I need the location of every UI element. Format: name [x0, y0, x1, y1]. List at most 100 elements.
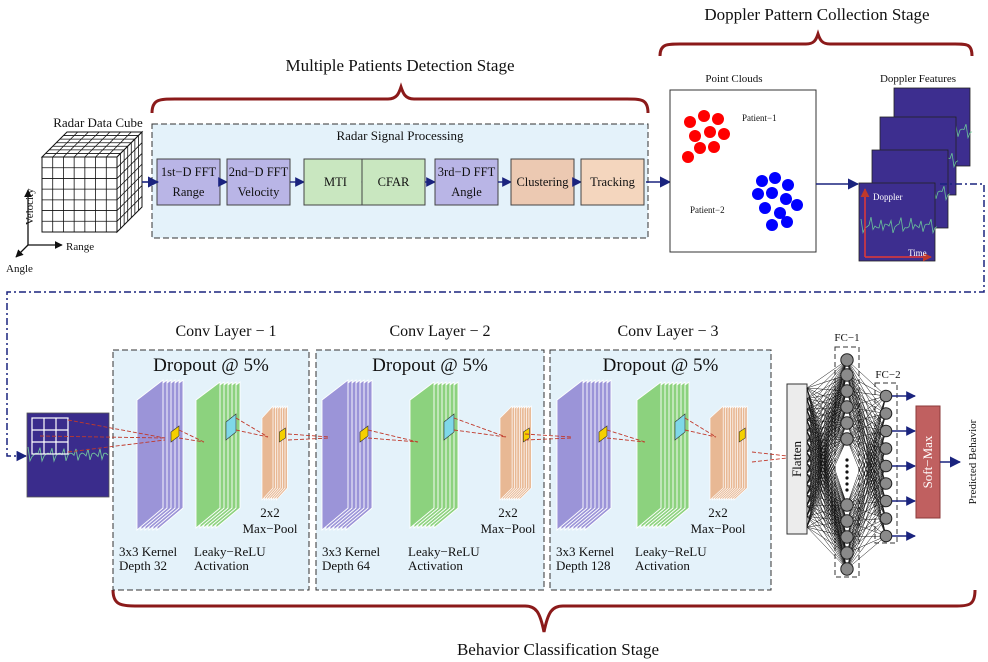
softmax-label: Soft−Max	[920, 435, 935, 488]
activation-label-2: Activation	[635, 558, 690, 573]
axis-velocity-label: Velocity	[24, 188, 36, 225]
sp-block-title: Tracking	[590, 175, 635, 189]
patient-2-point	[756, 175, 768, 187]
fc2-neuron	[879, 407, 893, 420]
doppler-axis-label: Doppler	[873, 192, 903, 202]
fc1-neuron	[840, 546, 854, 560]
patient-1-point	[698, 110, 710, 122]
fc1-neuron	[840, 432, 854, 446]
stage-title-classification: Behavior Classification Stage	[457, 640, 659, 659]
patient-1-point	[684, 116, 696, 128]
patient-2-point	[752, 188, 764, 200]
conv-layer-title: Conv Layer − 1	[176, 323, 277, 340]
sp-block-title: MTI	[324, 175, 347, 189]
pool-type-label: Max−Pool	[242, 521, 297, 536]
stage-title-detection: Multiple Patients Detection Stage	[286, 56, 515, 75]
patient-2-point	[766, 219, 778, 231]
projection-line	[178, 429, 205, 443]
sp-block-title: 2nd−D FFT	[229, 165, 289, 179]
connector-doppler-to-classifier	[6, 183, 985, 462]
ellipsis-dot	[845, 488, 849, 492]
activation-label-2: Activation	[194, 558, 249, 573]
activation-slice	[195, 381, 221, 529]
sp-block-title: 1st−D FFT	[161, 165, 217, 179]
patient-2-point	[766, 187, 778, 199]
sp-block-2: 2nd−D FFT Velocity	[226, 158, 291, 206]
patient-1-point	[694, 142, 706, 154]
fc2-neuron	[879, 442, 893, 455]
conv-layer-title: Conv Layer − 3	[618, 323, 719, 340]
kernel-size-label: 3x3 Kernel	[119, 544, 178, 559]
time-axis-label: Time	[908, 248, 927, 258]
kernel-size-label: 3x3 Kernel	[322, 544, 381, 559]
fc2-neuron	[879, 494, 893, 508]
pool-size-label: 2x2	[260, 505, 280, 520]
radar-cube-grid	[42, 131, 143, 232]
brace-detection-stage	[150, 82, 650, 114]
doppler-feature-stack	[858, 87, 973, 262]
sp-block-title: CFAR	[378, 175, 410, 189]
fc2-to-softmax-arrows	[892, 391, 916, 541]
ellipsis-dot	[845, 476, 849, 480]
flatten-label: Flatten	[789, 440, 804, 477]
pool-size-label: 2x2	[498, 505, 518, 520]
fc1-neuron	[840, 368, 854, 382]
fc1-neuron	[840, 400, 854, 414]
conv-filter-slice	[321, 379, 349, 531]
activation-slice	[409, 381, 435, 529]
doppler-features-title: Doppler Features	[880, 73, 956, 85]
patient-2-point	[759, 202, 771, 214]
pool-type-label: Max−Pool	[480, 521, 535, 536]
sp-block-subtitle: Velocity	[238, 185, 280, 199]
sp-block-subtitle: Angle	[451, 185, 482, 199]
fc2-neuron	[879, 477, 893, 490]
input-projection	[39, 419, 166, 453]
point-clouds-title: Point Clouds	[705, 73, 762, 85]
patient-1-point	[689, 130, 701, 142]
sp-block-4: CFAR	[361, 158, 426, 206]
conv-filter-slice	[556, 379, 584, 531]
layer-projection	[524, 433, 573, 441]
fc1-label: FC−1	[834, 332, 859, 344]
activation-label: Leaky−ReLU	[194, 544, 266, 559]
projection-line	[684, 417, 717, 438]
stage-title-doppler: Doppler Pattern Collection Stage	[704, 5, 929, 24]
fc1-neuron	[840, 353, 854, 367]
ellipsis-dot	[845, 458, 849, 462]
kernel-patch	[359, 425, 369, 443]
radar-cube-axes	[15, 189, 63, 258]
fc1-neuron	[840, 514, 854, 528]
kernel-patch	[598, 425, 608, 443]
dropout-label: Dropout @ 5%	[372, 355, 488, 376]
patient-1-point	[708, 141, 720, 153]
patient-1-point	[712, 113, 724, 125]
fc1-neuron	[840, 416, 854, 430]
sp-block-7: Tracking	[580, 158, 645, 206]
axis-range-label: Range	[66, 241, 94, 253]
radar-cube-title: Radar Data Cube	[53, 115, 143, 130]
flatten-block	[786, 383, 808, 535]
patient-2-point	[769, 172, 781, 184]
fc1-neuron	[840, 562, 854, 576]
brace-classification-stage	[111, 589, 977, 633]
activation-label: Leaky−ReLU	[635, 544, 707, 559]
kernel-depth-label: Depth 32	[119, 558, 167, 573]
projection-line	[235, 417, 269, 438]
patient-2-point	[774, 207, 786, 219]
softmax-block	[915, 405, 941, 519]
patient-2-point	[782, 179, 794, 191]
dense-connections	[806, 359, 887, 570]
axis-angle-label: Angle	[6, 263, 33, 275]
activation-slice	[636, 381, 662, 529]
fc2-neuron	[879, 529, 893, 543]
sp-block-3: MTI	[303, 158, 368, 206]
activation-patch	[443, 413, 455, 441]
pool-slice	[499, 405, 513, 501]
patient-2-point	[780, 193, 792, 205]
activation-patch	[225, 413, 237, 441]
projection-line	[606, 429, 646, 443]
projection-line	[453, 417, 507, 438]
